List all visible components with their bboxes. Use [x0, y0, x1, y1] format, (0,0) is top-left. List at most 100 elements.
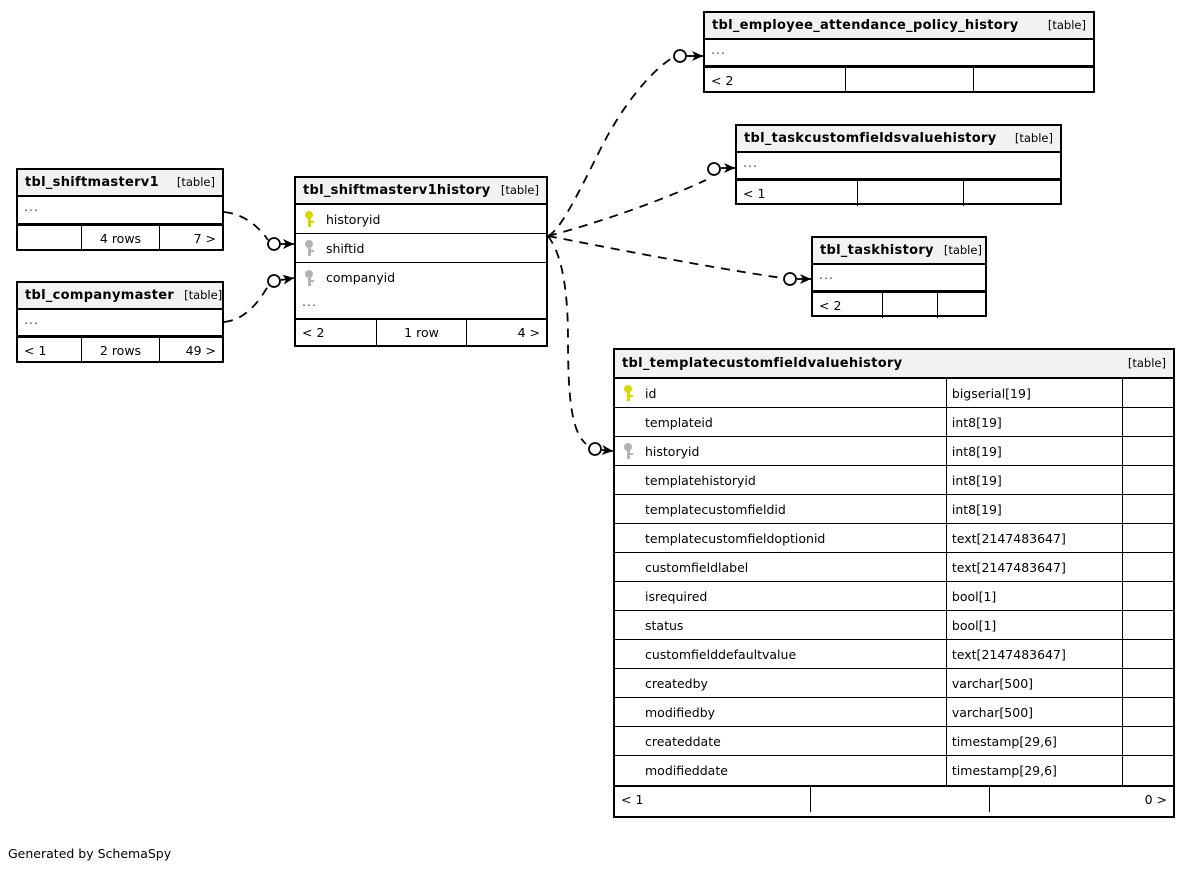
generated-by-caption: Generated by SchemaSpy [8, 846, 172, 861]
table-row[interactable]: status bool[1] [615, 611, 1173, 640]
ellipsis-label: ... [302, 294, 317, 309]
ellipsis-label: ... [819, 267, 834, 282]
footer-incoming-count: < 2 [302, 325, 325, 340]
table-tbl-taskhistory[interactable]: tbl_taskhistory [table] ... < 2 [811, 236, 987, 318]
column-label: customfieldlabel [645, 559, 749, 575]
column-extra-cell [1121, 466, 1173, 494]
column-extra-cell [1121, 437, 1173, 465]
footer-row-count: 4 rows [81, 226, 159, 251]
table-type-tag: [table] [1127, 356, 1166, 370]
edge-shiftmasterv1-to-shiftmasterv1history [223, 211, 294, 251]
table-header: tbl_taskhistory [table] [813, 238, 985, 265]
table-type-tag: [table] [176, 175, 215, 189]
footer-row-count: 2 rows [81, 338, 159, 363]
no-key-spacer-icon [621, 587, 637, 605]
column-label: templatecustomfieldid [645, 501, 786, 517]
table-header: tbl_taskcustomfieldsvaluehistory [table] [737, 126, 1060, 153]
table-tbl-companymaster[interactable]: tbl_companymaster [table] ... < 1 2 rows… [16, 281, 224, 363]
column-name-cell: templatecustomfieldoptionid [615, 524, 946, 552]
table-title: tbl_templatecustomfieldvaluehistory [622, 355, 903, 371]
table-row[interactable]: shiftid [296, 234, 546, 263]
no-key-spacer-icon [621, 529, 637, 547]
table-header: tbl_employee_attendance_policy_history [… [705, 13, 1093, 40]
column-type-cell: bigserial[19] [945, 379, 1122, 407]
footer-incoming-count: < 1 [24, 343, 47, 358]
column-name-cell: isrequired [615, 582, 946, 610]
table-ellipsis-row: ... [813, 265, 985, 291]
column-type-cell: bool[1] [945, 611, 1122, 639]
table-tbl-templatecustomfieldvaluehistory[interactable]: tbl_templatecustomfieldvaluehistory [tab… [613, 348, 1175, 818]
footer-row-count [810, 787, 989, 812]
footer-incoming-count: < 1 [621, 792, 644, 807]
table-footer: < 2 [705, 66, 1093, 93]
no-key-spacer-icon [621, 471, 637, 489]
column-extra-cell [1121, 408, 1173, 436]
column-label: status [645, 617, 684, 633]
column-name-cell: templatehistoryid [615, 466, 946, 494]
table-row[interactable]: companyid [296, 263, 546, 292]
column-name-cell: shiftid [296, 234, 546, 262]
table-tbl-taskcustomfieldsvaluehistory[interactable]: tbl_taskcustomfieldsvaluehistory [table]… [735, 124, 1062, 206]
table-row[interactable]: templateid int8[19] [615, 408, 1173, 437]
column-extra-cell [1121, 640, 1173, 668]
footer-outgoing-count: 0 > [988, 787, 1173, 812]
no-key-spacer-icon [621, 500, 637, 518]
table-row[interactable]: historyid [296, 205, 546, 234]
no-key-spacer-icon [621, 762, 637, 780]
table-header: tbl_shiftmasterv1 [table] [18, 170, 222, 197]
table-footer: < 2 1 row 4 > [296, 318, 546, 345]
table-tbl-shiftmasterv1[interactable]: tbl_shiftmasterv1 [table] ... 4 rows 7 > [16, 168, 224, 251]
table-ellipsis-row: ... [705, 40, 1093, 66]
column-label: companyid [326, 270, 396, 285]
footer-row-count: 1 row [376, 320, 466, 345]
ellipsis-label: ... [743, 155, 758, 170]
column-type-cell: varchar[500] [945, 669, 1122, 697]
table-title: tbl_shiftmasterv1history [303, 182, 491, 198]
table-header: tbl_templatecustomfieldvaluehistory [tab… [615, 350, 1173, 379]
footer-incoming-count: < 2 [711, 73, 734, 88]
edge-shiftmasterv1history-to-employee-attendance-policy-history [547, 49, 703, 237]
column-extra-cell [1121, 611, 1173, 639]
column-name-cell: historyid [296, 205, 546, 233]
column-type-cell: int8[19] [945, 408, 1122, 436]
column-label: historyid [326, 211, 381, 227]
table-tbl-employee-attendance-policy-history[interactable]: tbl_employee_attendance_policy_history [… [703, 11, 1095, 93]
column-name-cell: modifieddate [615, 756, 946, 785]
column-type-cell: timestamp[29,6] [945, 756, 1122, 785]
table-title: tbl_employee_attendance_policy_history [712, 17, 1019, 33]
footer-outgoing-count [963, 181, 1060, 206]
footer-row-count [844, 68, 973, 93]
column-extra-cell [1121, 756, 1173, 785]
table-type-tag: [table] [184, 288, 223, 302]
footer-row-count [881, 293, 937, 318]
column-label: historyid [645, 443, 700, 459]
footer-outgoing-count [972, 68, 1093, 93]
column-label: shiftid [326, 240, 365, 256]
table-header: tbl_shiftmasterv1history [table] [296, 178, 546, 205]
table-type-tag: [table] [1047, 18, 1086, 32]
table-footer: < 1 0 > [615, 785, 1173, 812]
column-label: templatehistoryid [645, 472, 756, 488]
table-tbl-shiftmasterv1history[interactable]: tbl_shiftmasterv1history [table] history… [294, 176, 548, 347]
column-extra-cell [1121, 379, 1173, 407]
footer-incoming-count: < 1 [743, 186, 766, 201]
column-label: templateid [645, 414, 713, 430]
table-title: tbl_companymaster [25, 287, 175, 303]
column-name-cell: companyid [296, 263, 546, 292]
no-key-spacer-icon [621, 558, 637, 576]
footer-incoming-count: < 2 [819, 298, 842, 313]
footer-outgoing-count: 4 > [466, 320, 546, 345]
